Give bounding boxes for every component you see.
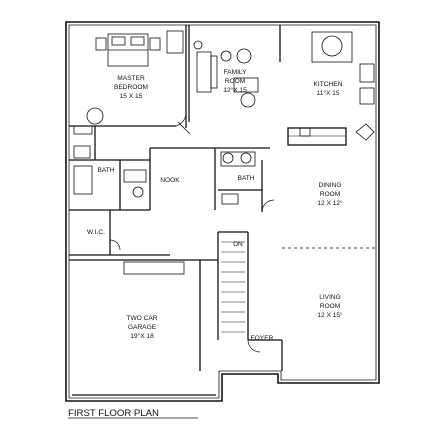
bathroom-fixtures bbox=[73, 145, 256, 205]
master-bedroom-furniture bbox=[73, 30, 184, 135]
master-bedroom-label: MASTER bbox=[117, 75, 145, 82]
garage-label-2: GARAGE bbox=[128, 324, 157, 331]
wic-label: W.I.C. bbox=[87, 229, 105, 236]
foyer-label: FOYER bbox=[251, 335, 274, 342]
dining-room-label: DINING bbox=[318, 182, 341, 189]
family-room-label: FAMILY bbox=[224, 69, 248, 76]
exterior-walls bbox=[65, 21, 380, 402]
kitchen-size: 11°X 15 bbox=[316, 89, 339, 97]
garage-fixtures bbox=[72, 261, 216, 396]
bath-label-top: BATH bbox=[237, 175, 254, 182]
living-room-size: 12 X 15° bbox=[317, 311, 343, 319]
plan-title: FIRST FLOOR PLAN bbox=[68, 408, 159, 419]
kitchen-fixtures bbox=[299, 31, 375, 141]
nook-label: NOOK bbox=[160, 177, 180, 184]
stair-treads bbox=[221, 241, 245, 333]
doors bbox=[109, 113, 275, 353]
interior-walls bbox=[69, 25, 376, 371]
family-room-furniture bbox=[177, 40, 259, 135]
master-bedroom-label-2: BEDROOM bbox=[114, 84, 148, 91]
dining-room-label-2: ROOM bbox=[320, 191, 341, 198]
living-room-label: LIVING bbox=[319, 294, 341, 301]
living-room-label-2: ROOM bbox=[320, 303, 341, 310]
garage-size: 19°X 18 bbox=[130, 332, 154, 340]
kitchen-label: KITCHEN bbox=[314, 81, 343, 88]
room-labels: MASTER BEDROOM 15 X 15 FAMILY ROOM 12°X … bbox=[87, 69, 343, 342]
family-room-size: 12°X 15 bbox=[223, 86, 247, 94]
bath-label-left: BATH bbox=[97, 167, 114, 174]
stairs-label: DN bbox=[233, 241, 243, 248]
master-bedroom-size: 15 X 15 bbox=[120, 93, 143, 100]
family-room-label-2: ROOM bbox=[225, 78, 246, 85]
garage-label: TWO CAR bbox=[126, 315, 157, 322]
dining-room-size: 12 X 12° bbox=[317, 199, 343, 207]
